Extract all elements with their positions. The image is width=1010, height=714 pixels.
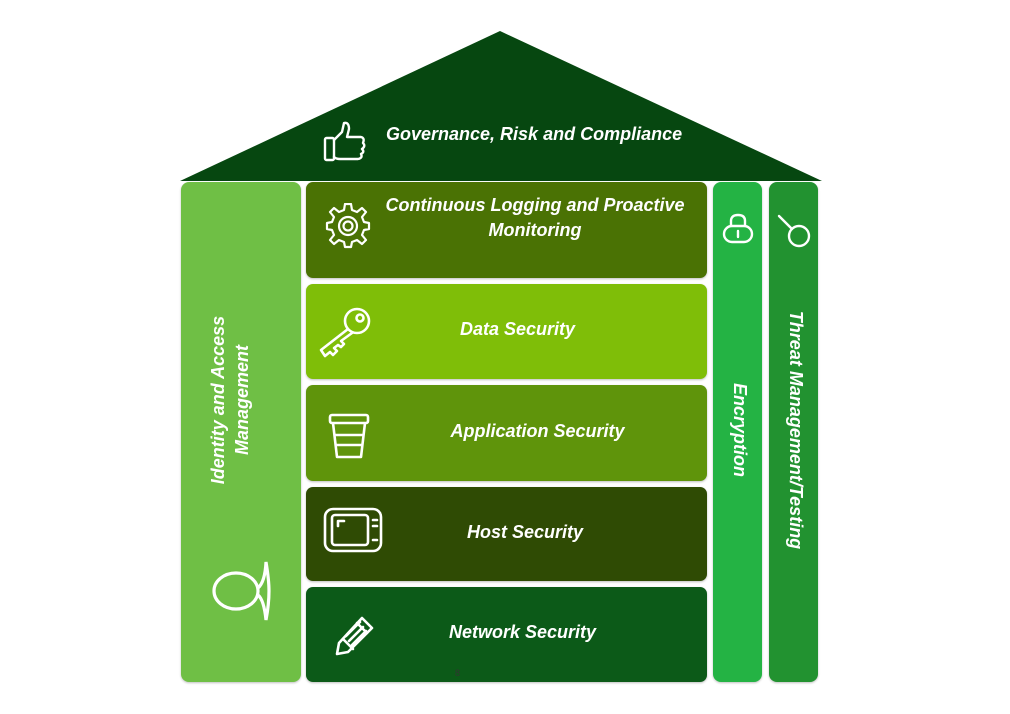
thumbs-up-icon <box>322 120 368 169</box>
cup-icon <box>327 410 371 467</box>
layer-application-security <box>306 385 707 481</box>
pencil-icon <box>334 614 376 661</box>
magnifier-icon <box>775 212 813 255</box>
identity-access-label: Identity and Access Management <box>208 315 252 485</box>
roof-title: Governance, Risk and Compliance <box>386 124 683 144</box>
layer-data-security <box>306 284 707 379</box>
monitor-icon <box>322 506 384 559</box>
layer-network-security-label: Network Security <box>448 622 597 642</box>
page-number: 8 <box>455 668 461 678</box>
layer-host-security-label: Host Security <box>466 522 584 542</box>
lock-icon <box>721 212 755 251</box>
threat-management-label: Threat Management/Testing <box>786 310 806 550</box>
gear-icon <box>325 202 371 254</box>
layer-logging-monitoring <box>306 182 707 278</box>
key-icon <box>317 306 373 365</box>
layer-application-security-label: Application Security <box>450 421 625 441</box>
encryption-label: Encryption <box>730 382 750 477</box>
threat-management-pillar <box>769 182 818 682</box>
layer-host-security <box>306 487 707 581</box>
layer-data-security-label: Data Security <box>459 319 576 339</box>
layer-network-security <box>306 587 707 682</box>
identity-access-pillar <box>181 182 301 682</box>
layer-logging-monitoring-label: Continuous Logging and Proactive Monitor… <box>385 195 685 240</box>
user-icon <box>209 558 273 629</box>
encryption-pillar <box>713 182 762 682</box>
